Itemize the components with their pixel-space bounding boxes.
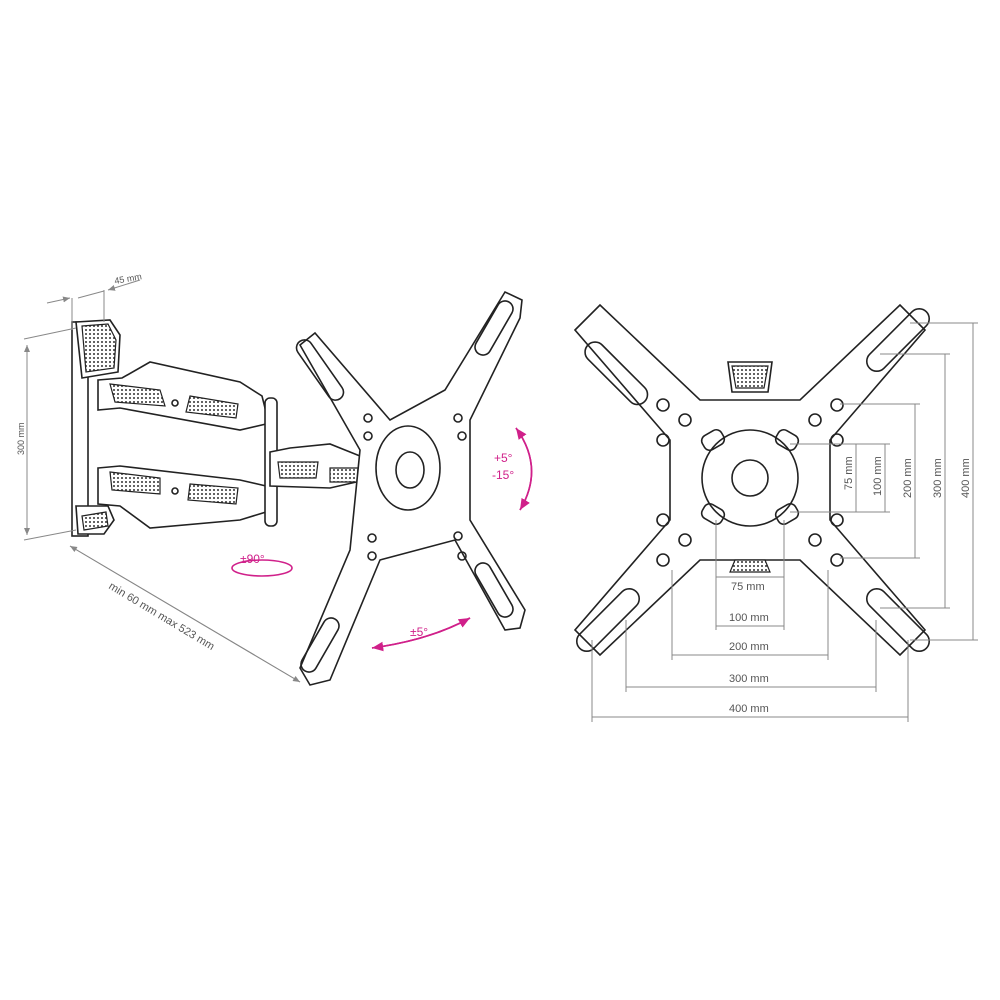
v-dim-200: 200 mm: [902, 458, 914, 498]
side-vesa-plate: [295, 290, 526, 686]
horizontal-dimensions: 75 mm 100 mm 200 mm 300 mm 400 mm: [591, 520, 909, 722]
v-dim-75: 75 mm: [843, 456, 855, 490]
height-label: 300 mm: [16, 422, 26, 455]
h-dim-300: 300 mm: [729, 673, 769, 685]
tilt-down-label: -15°: [492, 468, 514, 482]
h-dim-200: 200 mm: [729, 641, 769, 653]
depth-label: 45 mm: [114, 271, 143, 286]
v-dim-300: 300 mm: [932, 458, 944, 498]
tilt-up-label: +5°: [494, 451, 513, 465]
swivel-label: ±90°: [240, 552, 265, 566]
v-dim-400: 400 mm: [960, 458, 972, 498]
h-dim-100: 100 mm: [729, 612, 769, 624]
rotation-label: ±5°: [410, 625, 428, 639]
h-dim-75: 75 mm: [731, 581, 765, 593]
front-view-plate: 75 mm 100 mm 200 mm 300 mm 400 mm 75 mm …: [573, 303, 978, 722]
h-dim-400: 400 mm: [729, 703, 769, 715]
side-view-mount: 45 mm 300 mm min 60 mm max 523 mm ±90° +…: [16, 271, 533, 686]
vertical-dimensions: 75 mm 100 mm 200 mm 300 mm 400 mm: [790, 322, 978, 641]
swivel-arrow: [231, 559, 293, 577]
extension-label: min 60 mm max 523 mm: [106, 580, 216, 653]
v-dim-100: 100 mm: [872, 456, 884, 496]
